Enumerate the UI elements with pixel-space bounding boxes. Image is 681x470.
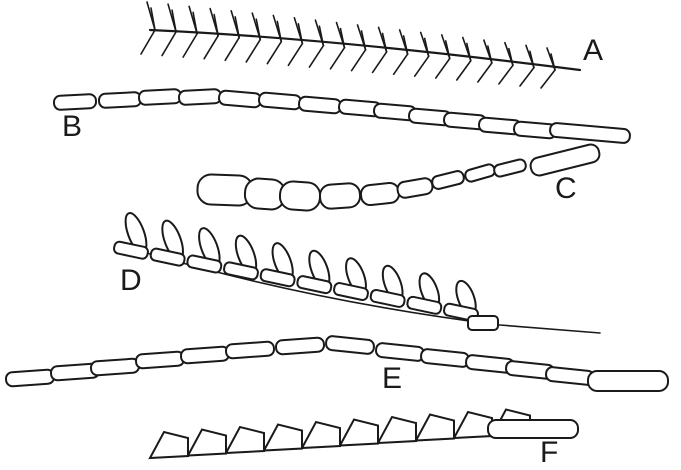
antenna-segment bbox=[136, 351, 185, 368]
antenna-c-clavate bbox=[197, 143, 601, 212]
bristle bbox=[541, 70, 555, 88]
antenna-segment bbox=[302, 422, 340, 448]
antenna-segment bbox=[258, 92, 301, 110]
bristle bbox=[457, 61, 471, 80]
antenna-segment bbox=[431, 170, 465, 190]
antenna-segment bbox=[468, 316, 498, 330]
antenna-segment bbox=[493, 158, 527, 177]
antenna-segment bbox=[378, 417, 416, 443]
antenna-segment bbox=[181, 346, 230, 363]
bristle bbox=[288, 44, 302, 66]
label-c: C bbox=[555, 172, 577, 205]
antenna-segment bbox=[226, 341, 275, 358]
antenna-f-serrate bbox=[150, 410, 578, 459]
antenna-segment bbox=[179, 89, 222, 105]
bristle bbox=[141, 30, 155, 54]
antenna-segment bbox=[454, 412, 492, 438]
antenna-d-pectinate bbox=[113, 211, 600, 333]
bristle bbox=[183, 34, 197, 57]
bristle bbox=[225, 38, 239, 61]
antenna-segment bbox=[276, 337, 325, 354]
antenna-segment bbox=[550, 123, 631, 144]
bristle bbox=[499, 65, 513, 84]
antenna-segment bbox=[420, 349, 469, 368]
antenna-segment bbox=[150, 432, 188, 458]
bristle bbox=[246, 40, 260, 62]
label-d: D bbox=[120, 264, 142, 297]
antenna-b-filiform bbox=[54, 89, 631, 144]
antenna-segment bbox=[464, 163, 496, 183]
label-e: E bbox=[382, 362, 402, 395]
bristle bbox=[267, 42, 281, 64]
antenna-segment bbox=[396, 177, 433, 199]
bristle bbox=[520, 68, 534, 86]
bristle bbox=[436, 59, 450, 79]
antenna-segment bbox=[488, 420, 578, 438]
antenna-e-filiform bbox=[6, 336, 668, 391]
bristle bbox=[204, 36, 218, 59]
label-a: A bbox=[583, 34, 603, 67]
antenna-segment bbox=[416, 415, 454, 441]
antenna-segment bbox=[375, 343, 424, 362]
bristle bbox=[352, 50, 366, 71]
bristle bbox=[330, 48, 344, 69]
antenna-segment bbox=[360, 182, 400, 206]
antenna-segment bbox=[6, 369, 55, 386]
bristle bbox=[373, 52, 387, 73]
antenna-segment bbox=[298, 96, 341, 114]
antenna-segment bbox=[99, 92, 142, 108]
antenna-segment bbox=[325, 336, 374, 355]
bristle bbox=[162, 32, 176, 56]
antenna-segment bbox=[340, 420, 378, 446]
bristle bbox=[309, 46, 323, 67]
bristle bbox=[415, 56, 429, 76]
antenna-segment bbox=[279, 181, 321, 212]
antenna-segment bbox=[588, 371, 668, 391]
antenna-segment bbox=[218, 90, 261, 108]
antenna-segment bbox=[226, 427, 264, 453]
antenna-segment bbox=[91, 358, 140, 375]
antenna-segment bbox=[319, 183, 361, 210]
bristle bbox=[478, 63, 492, 82]
antenna-segment bbox=[54, 94, 97, 110]
antenna-segment bbox=[188, 430, 226, 456]
antenna-a-plumose bbox=[141, 2, 580, 88]
antenna-segment bbox=[139, 89, 182, 105]
label-f: F bbox=[540, 436, 558, 469]
bristle bbox=[394, 54, 408, 74]
label-b: B bbox=[62, 110, 82, 143]
antenna-segment bbox=[264, 425, 302, 451]
